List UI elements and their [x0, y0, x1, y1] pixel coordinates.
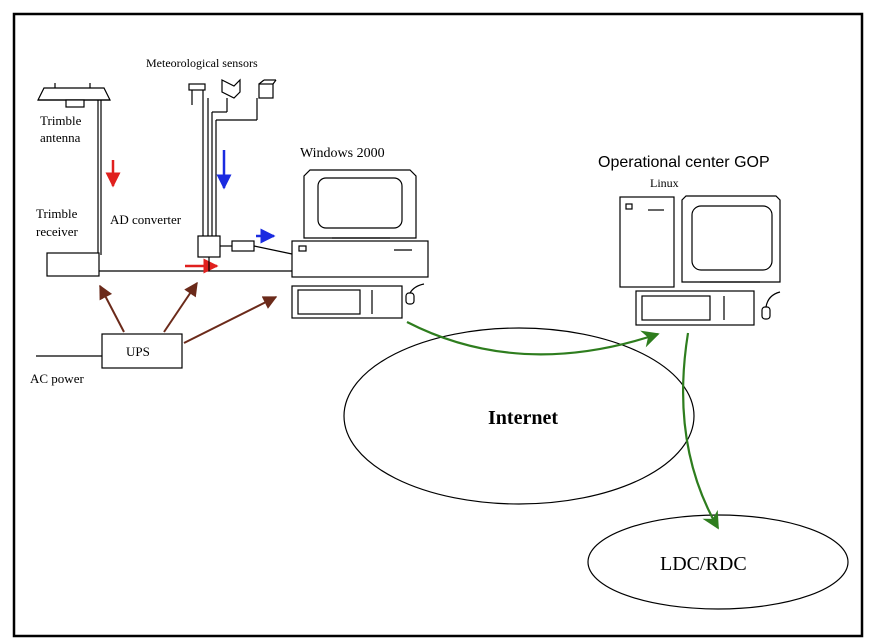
windows-pc-icon [291, 169, 429, 319]
linux-label: Linux [650, 176, 679, 190]
linux-pc-icon [619, 195, 781, 326]
trimble-receiver-box [46, 252, 100, 277]
power-arrow-receiver [99, 284, 125, 333]
trimble-antenna-label-line2: antenna [40, 130, 81, 145]
ups-box [101, 333, 183, 369]
internet-label: Internet [488, 407, 558, 429]
ups-label: UPS [126, 344, 150, 359]
ad-converter-label: AD converter [110, 212, 182, 227]
trimble-antenna-label-line1: Trimble [40, 113, 82, 128]
ldc-rdc-label: LDC/RDC [660, 553, 747, 575]
op-center-label: Operational center GOP [598, 154, 770, 171]
ac-power-label: AC power [30, 371, 84, 386]
trimble-receiver-label-line2: receiver [36, 224, 79, 239]
windows-label: Windows 2000 [300, 146, 385, 161]
internet-cloud [343, 327, 695, 505]
met-sensors-label: Meteorological sensors [146, 56, 258, 70]
diagram-frame [12, 12, 864, 638]
power-arrow-pc [183, 296, 278, 344]
ad-converter-box [197, 235, 221, 258]
trimble-receiver-label-line1: Trimble [36, 206, 78, 221]
network-arrow-pc-to-gop [406, 321, 660, 356]
met-sensors-icon [188, 78, 277, 236]
interface-connector [231, 240, 255, 252]
network-arrow-gop-to-ldc [681, 332, 719, 530]
trimble-antenna-icon [37, 83, 111, 108]
power-arrow-ad-converter [163, 281, 198, 333]
